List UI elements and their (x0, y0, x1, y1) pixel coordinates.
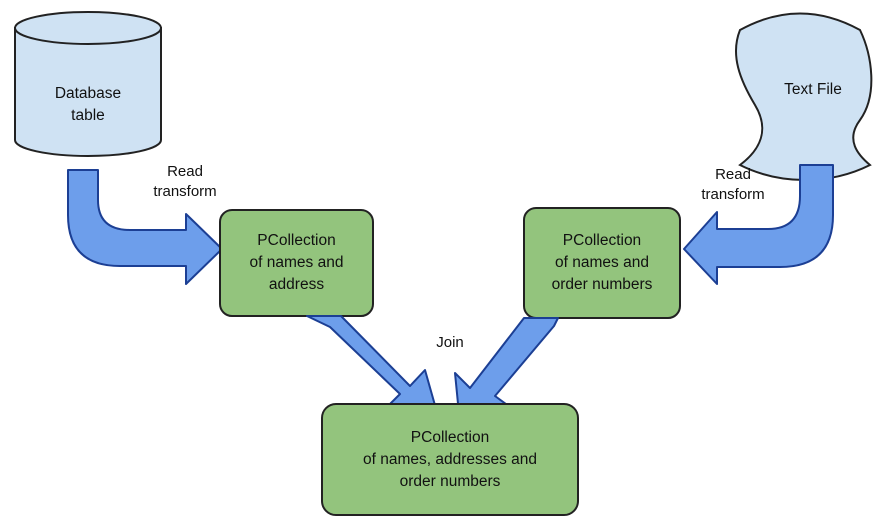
pcollection-bottom-box (321, 403, 579, 516)
pcollection-left-label: PCollection of names and address (249, 232, 344, 293)
text-file-icon (734, 12, 873, 181)
read-transform-left-label: Read transform (153, 163, 217, 200)
join-label: Join (436, 334, 464, 351)
pcollection-left-box (219, 209, 374, 317)
read-transform-left-arrow (67, 169, 223, 285)
pcollection-bottom-label: PCollection of names, addresses and orde… (362, 428, 538, 490)
database-cylinder-body (14, 27, 162, 157)
read-transform-right-label: Read transform (701, 166, 765, 203)
database-label: Database table (54, 85, 122, 124)
database-cylinder-icon (14, 11, 162, 157)
pcollection-right-box (523, 207, 681, 319)
pcollection-right-label: PCollection of names and order numbers (551, 232, 653, 293)
text-file-label: Text File (784, 81, 842, 98)
database-cylinder-top (14, 11, 162, 45)
read-transform-right-arrow (683, 164, 834, 285)
